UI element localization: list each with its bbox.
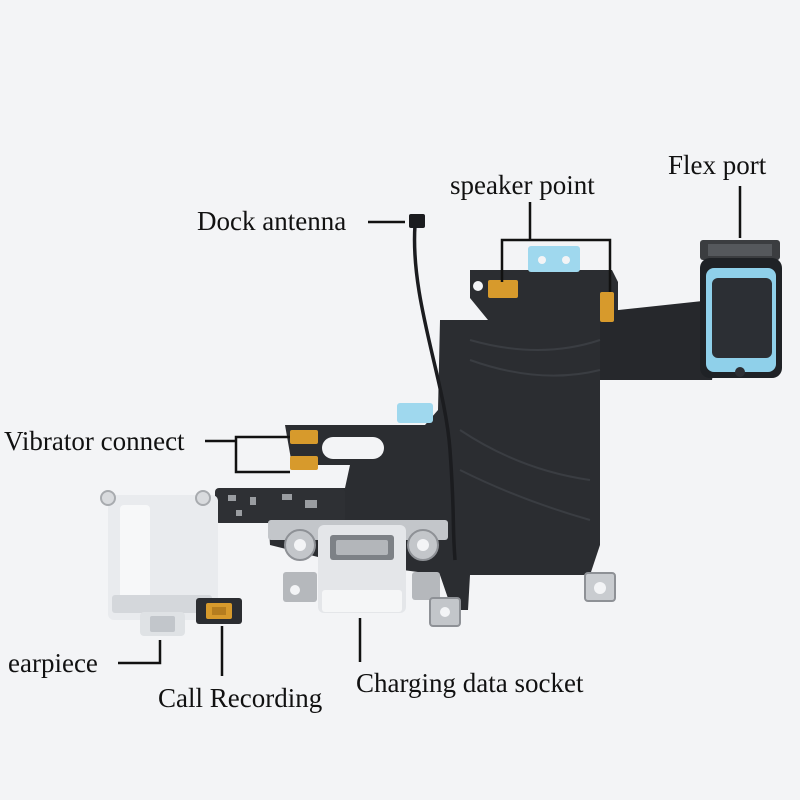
speaker-pad-left (488, 280, 518, 298)
leader-lines (118, 186, 742, 676)
charging-socket (268, 520, 461, 627)
label-charging-data-socket: Charging data socket (356, 668, 584, 698)
speaker-adhesive-tab (528, 246, 580, 272)
flex-cable-arm (600, 300, 720, 380)
label-earpiece: earpiece (8, 648, 98, 678)
center-adhesive-tab (397, 403, 433, 423)
label-vibrator-connect: Vibrator connect (4, 426, 185, 456)
flex-port-connector (700, 240, 782, 378)
vibrator-pad-bottom (290, 456, 318, 470)
label-speaker-point: speaker point (450, 170, 595, 200)
vibrator-pad-top (290, 430, 318, 444)
label-call-recording: Call Recording (158, 683, 323, 713)
label-dock-antenna: Dock antenna (197, 206, 347, 236)
component-board (215, 488, 345, 523)
call-recording-mic (196, 598, 242, 624)
board-traces (459, 339, 601, 521)
label-flex-port: Flex port (668, 150, 767, 180)
earpiece-jack (100, 490, 218, 636)
right-bracket (584, 572, 616, 602)
dock-antenna-tip (409, 214, 425, 228)
dock-antenna-cable (412, 224, 457, 561)
speaker-pad-right (600, 292, 614, 322)
board-slot (322, 437, 384, 459)
